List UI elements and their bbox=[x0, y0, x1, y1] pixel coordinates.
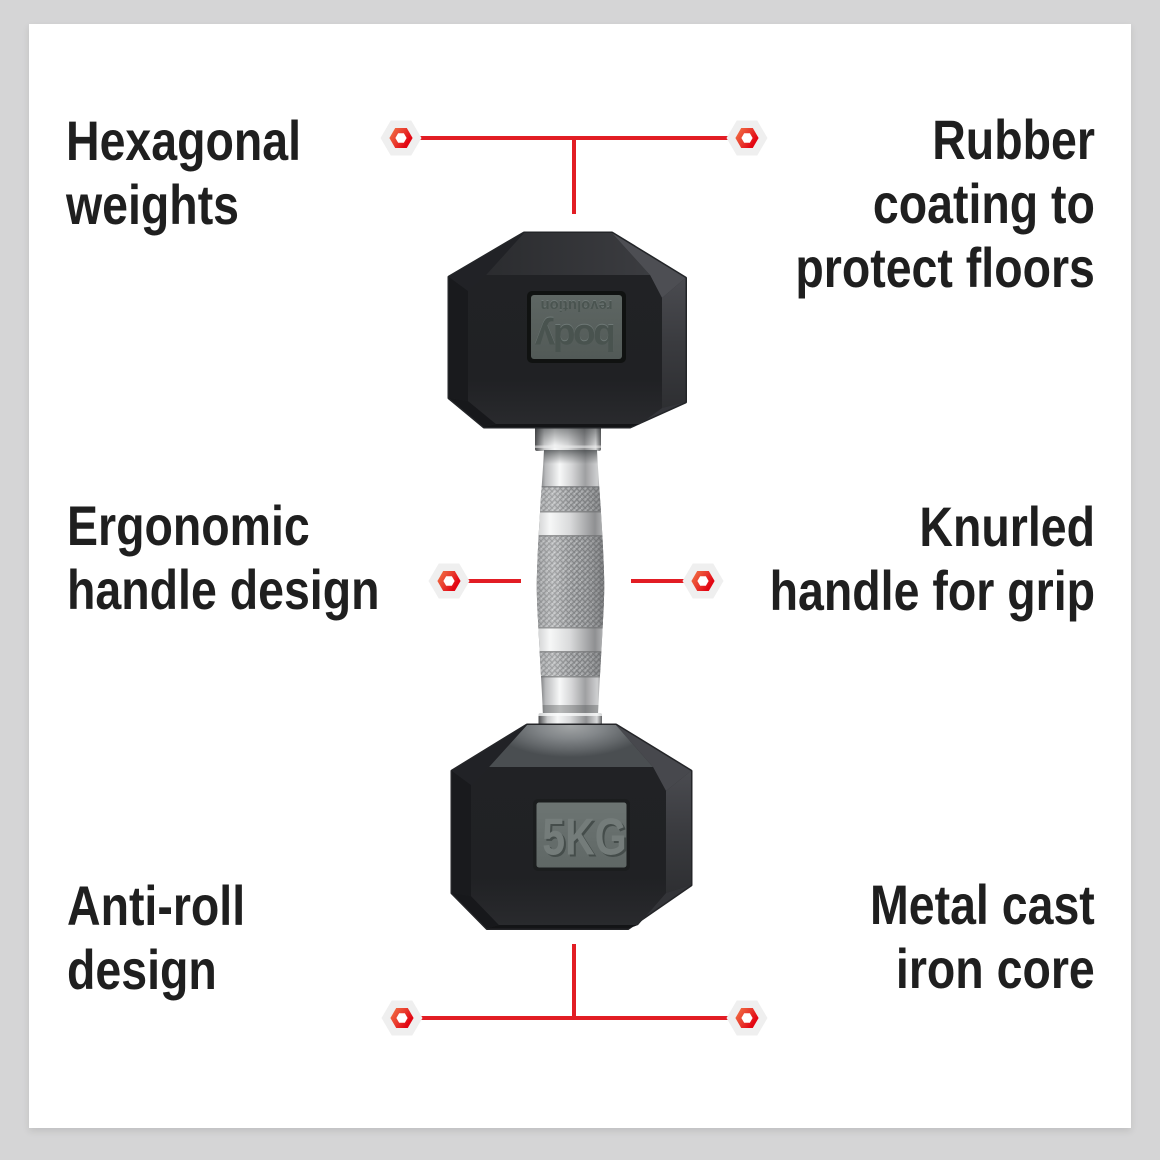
svg-text:body: body bbox=[534, 317, 615, 358]
svg-text:5KG: 5KG bbox=[542, 808, 626, 866]
svg-text:revolution: revolution bbox=[540, 297, 612, 313]
svg-text:body: body bbox=[534, 316, 615, 357]
svg-text:revolution: revolution bbox=[540, 296, 612, 312]
svg-text:5KG: 5KG bbox=[544, 810, 628, 868]
